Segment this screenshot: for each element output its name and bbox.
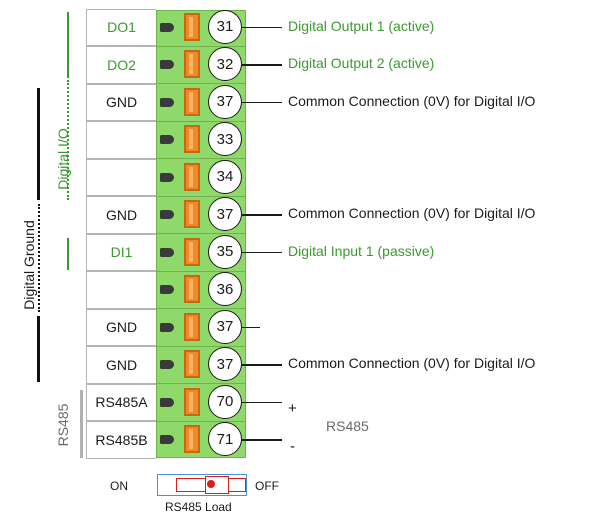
release-lever[interactable]: [184, 387, 200, 416]
clamp-icon: [160, 285, 174, 295]
release-lever[interactable]: [184, 12, 200, 41]
row-description: Digital Output 2 (active): [288, 55, 435, 72]
row-separator: [156, 158, 246, 159]
row-label: RS485A: [86, 383, 156, 421]
digital-ground-bracket-solid-top: [37, 88, 40, 200]
lead-line: [242, 251, 282, 254]
terminal-number: 33: [208, 122, 242, 157]
row-label: GND: [86, 83, 156, 121]
row-label: [86, 271, 156, 309]
row-description: Digital Input 1 (passive): [288, 242, 435, 259]
lead-line: [242, 64, 282, 66]
terminal-number: 32: [208, 47, 242, 82]
release-lever[interactable]: [184, 87, 200, 116]
row-label: DI1: [86, 233, 156, 271]
clamp-icon: [160, 360, 174, 370]
row-separator: [156, 233, 246, 234]
release-lever[interactable]: [184, 350, 200, 379]
digital-ground-bracket-solid-bottom: [37, 316, 40, 382]
switch-caption: RS485 Load: [165, 500, 232, 514]
rs485-minus: -: [290, 438, 295, 455]
lead-line: [242, 214, 282, 216]
terminal-number: 37: [208, 84, 242, 119]
terminal-number: 70: [208, 384, 242, 419]
clamp-icon: [160, 172, 174, 182]
terminal-number: 36: [208, 272, 242, 307]
digital-io-label: Digital I/O: [55, 128, 71, 190]
release-lever[interactable]: [184, 425, 200, 454]
row-label: RS485B: [86, 421, 156, 459]
digital-io-bracket-solid-bottom: [67, 238, 69, 270]
clamp-icon: [160, 435, 174, 445]
rs485-bracket: [80, 390, 83, 458]
clamp-icon: [160, 397, 174, 407]
row-label: DO2: [86, 46, 156, 84]
terminal-number: 35: [208, 234, 242, 269]
row-description: Digital Output 1 (active): [288, 17, 435, 34]
release-lever[interactable]: [184, 312, 200, 341]
rs485-side-label: RS485: [326, 418, 369, 434]
row-separator: [156, 45, 246, 47]
row-separator: [156, 345, 246, 347]
clamp-icon: [160, 210, 174, 220]
switch-off-label: OFF: [255, 479, 279, 493]
terminal-number: 37: [208, 309, 242, 344]
row-label: [86, 121, 156, 159]
clamp-icon: [160, 60, 174, 70]
row-description: Common Connection (0V) for Digital I/O: [288, 92, 536, 109]
rs485-group-label: RS485: [55, 403, 71, 447]
terminal-number: 34: [208, 159, 242, 194]
switch-on-label: ON: [110, 479, 128, 493]
release-lever[interactable]: [184, 162, 200, 191]
release-lever[interactable]: [184, 125, 200, 154]
release-lever[interactable]: [184, 50, 200, 79]
row-separator: [156, 270, 246, 272]
lead-line: [242, 364, 282, 366]
row-label: GND: [86, 346, 156, 384]
clamp-icon: [160, 247, 174, 257]
digital-ground-bracket-dotted: [38, 204, 40, 312]
lead-line: [242, 101, 282, 104]
row-label: GND: [86, 196, 156, 234]
clamp-icon: [160, 135, 174, 145]
row-label: GND: [86, 308, 156, 346]
release-lever[interactable]: [184, 237, 200, 266]
row-separator: [156, 383, 246, 384]
row-label: [86, 158, 156, 196]
lead-line: [242, 326, 260, 329]
row-description: Common Connection (0V) for Digital I/O: [288, 205, 536, 222]
row-description: Common Connection (0V) for Digital I/O: [288, 355, 536, 372]
release-lever[interactable]: [184, 200, 200, 229]
row-separator: [156, 420, 246, 422]
row-label: DO1: [86, 8, 156, 46]
terminal-number: 31: [208, 9, 242, 44]
clamp-icon: [160, 97, 174, 107]
lead-line: [242, 26, 282, 29]
lead-line: [242, 439, 282, 441]
row-separator: [156, 83, 246, 84]
lead-line: [242, 401, 282, 404]
terminal-number: 37: [208, 347, 242, 382]
digital-ground-label: Digital Ground: [21, 220, 37, 310]
clamp-icon: [160, 22, 174, 32]
terminal-number: 37: [208, 197, 242, 232]
row-separator: [156, 308, 246, 309]
rs485-plus: +: [288, 400, 297, 417]
row-separator: [156, 195, 246, 197]
rs485-load-switch[interactable]: [157, 474, 247, 496]
switch-dot: [207, 480, 215, 488]
release-lever[interactable]: [184, 275, 200, 304]
terminal-number: 71: [208, 422, 242, 457]
clamp-icon: [160, 322, 174, 332]
digital-io-bracket-dotted: [67, 80, 69, 200]
digital-io-bracket-solid-top: [67, 12, 69, 78]
row-separator: [156, 120, 246, 122]
